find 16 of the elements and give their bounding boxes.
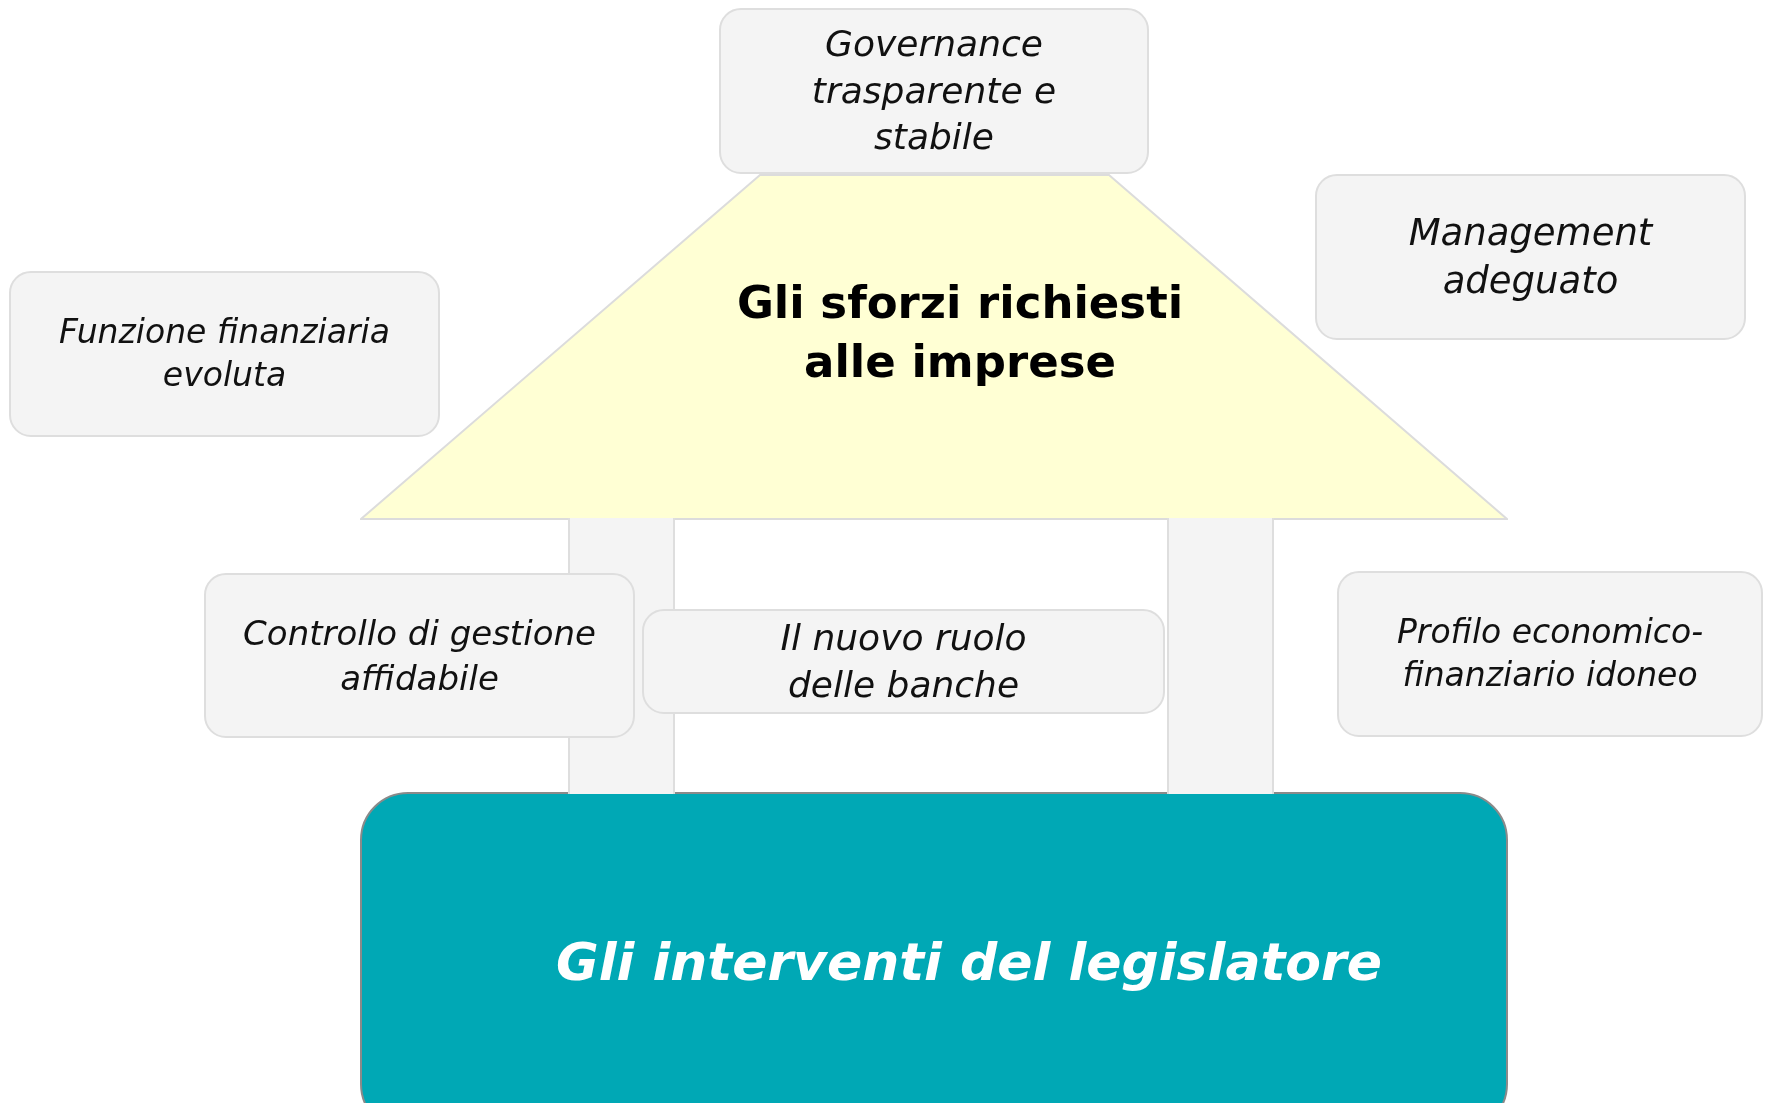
text-card [1337, 571, 1763, 737]
card-text: Controllo di gestione affidabile [242, 612, 597, 700]
card-text: Il nuovo ruolo delle banche [779, 615, 1028, 707]
card-text: Funzione finanziaria evoluta [58, 311, 391, 396]
card-text: Governance trasparente e stabile [810, 21, 1058, 160]
pillar [1167, 518, 1274, 794]
text-card [1315, 174, 1746, 340]
foundation-title: Gli interventi del legislatore [556, 932, 1382, 992]
foundation-block [360, 792, 1508, 1103]
text-card [204, 573, 635, 738]
text-card [719, 8, 1149, 174]
card-text: Profilo economico-finanziario idoneo [1395, 611, 1705, 696]
card-text: Management adeguato [1407, 209, 1655, 304]
roof-title: Gli sforzi richiesti alle imprese [735, 275, 1185, 390]
text-card [9, 271, 440, 437]
text-card [642, 609, 1165, 714]
